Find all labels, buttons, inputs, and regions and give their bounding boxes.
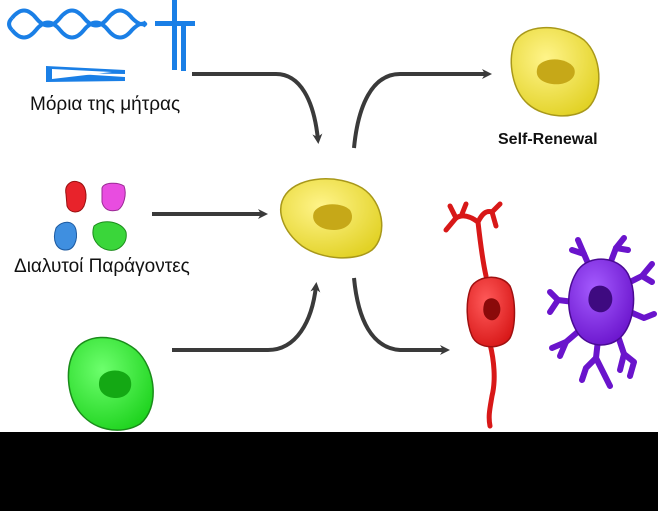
self-renewal-label: Self-Renewal (498, 131, 598, 148)
self-renewal-cell-nucleus (536, 59, 575, 85)
self-renewal-cell-icon (510, 27, 600, 117)
bottom-black-band (0, 432, 658, 511)
matrix-molecules-label: Μόρια της μήτρας (30, 94, 181, 115)
blue-factor-icon (53, 221, 77, 251)
neuron-icon (443, 201, 516, 429)
pink-factor-icon (101, 182, 126, 212)
arrows (152, 69, 492, 355)
glial-nucleus (588, 285, 613, 313)
arrow-stem-to-self-renewal (352, 69, 492, 149)
soluble-factors-icon (53, 181, 127, 251)
glial-processes (547, 235, 657, 389)
soluble-factors-label: Διαλυτοί Παράγοντες (14, 256, 190, 277)
neuron-axon (486, 341, 497, 429)
neuron-nucleus (483, 298, 501, 321)
arrow-matrix-to-stem (192, 72, 323, 144)
stem-cell-nucleus (313, 204, 353, 230)
glial-cell-icon (547, 235, 657, 389)
red-factor-icon (65, 181, 87, 213)
crosslinked-receptor-icon (155, 0, 195, 71)
helix-fiber-icon (7, 8, 148, 40)
neighbor-cell-icon (67, 336, 154, 431)
arrow-stem-to-differentiation (352, 277, 450, 355)
matrix-molecules-icon (7, 0, 195, 82)
green-factor-icon (92, 221, 127, 251)
stem-cell-icon (280, 178, 383, 259)
neuron-dendrites (443, 201, 503, 279)
v-shaped-molecule-icon (46, 66, 125, 82)
neighbor-cell-nucleus (98, 370, 132, 398)
arrow-neighbor-to-stem (172, 282, 321, 352)
